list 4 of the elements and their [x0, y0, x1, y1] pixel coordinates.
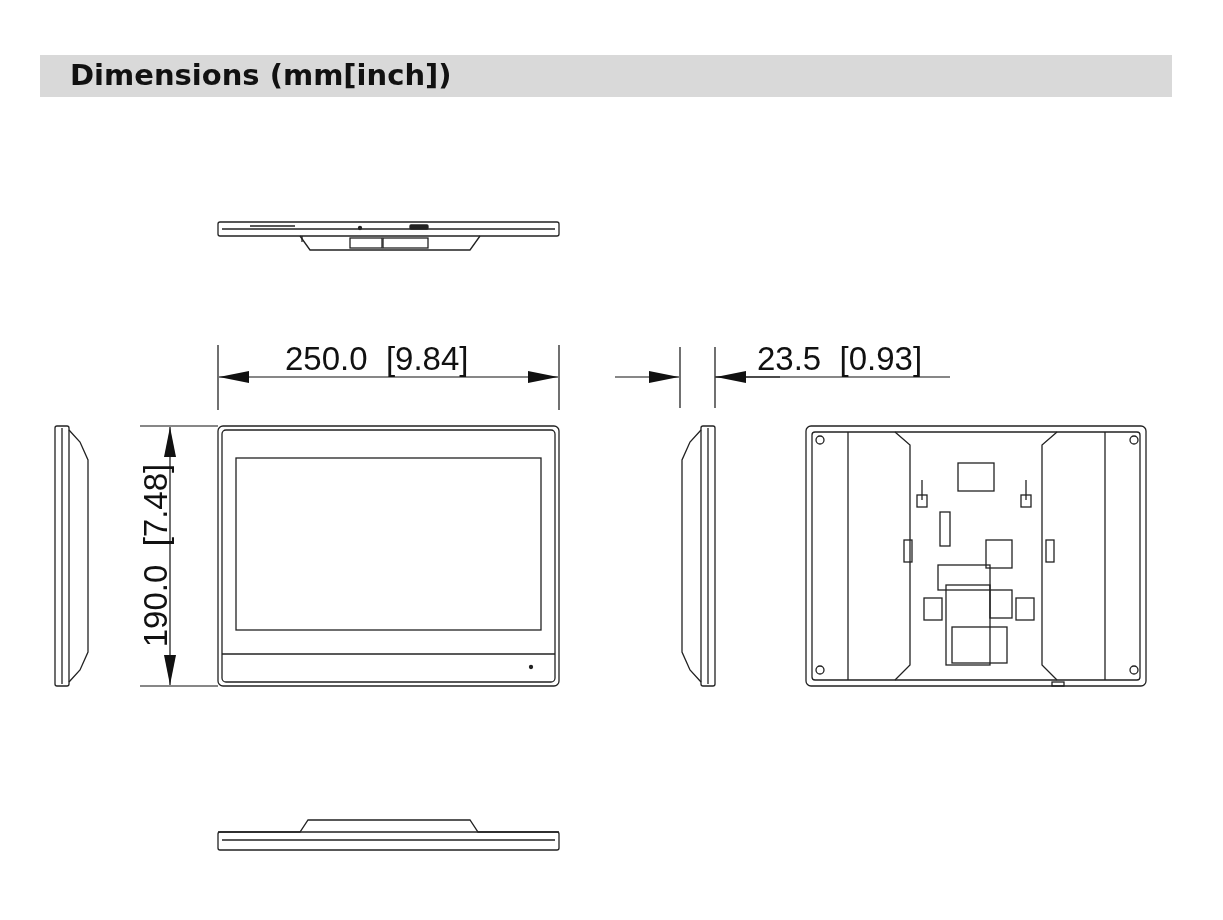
title: Dimensions (mm[inch]) — [70, 58, 452, 92]
dimension-label: 250.0 [9.84] — [285, 342, 469, 375]
dimension-label: 190.0 [7.48] — [138, 463, 172, 647]
dimension-label: 23.5 [0.93] — [757, 342, 923, 375]
